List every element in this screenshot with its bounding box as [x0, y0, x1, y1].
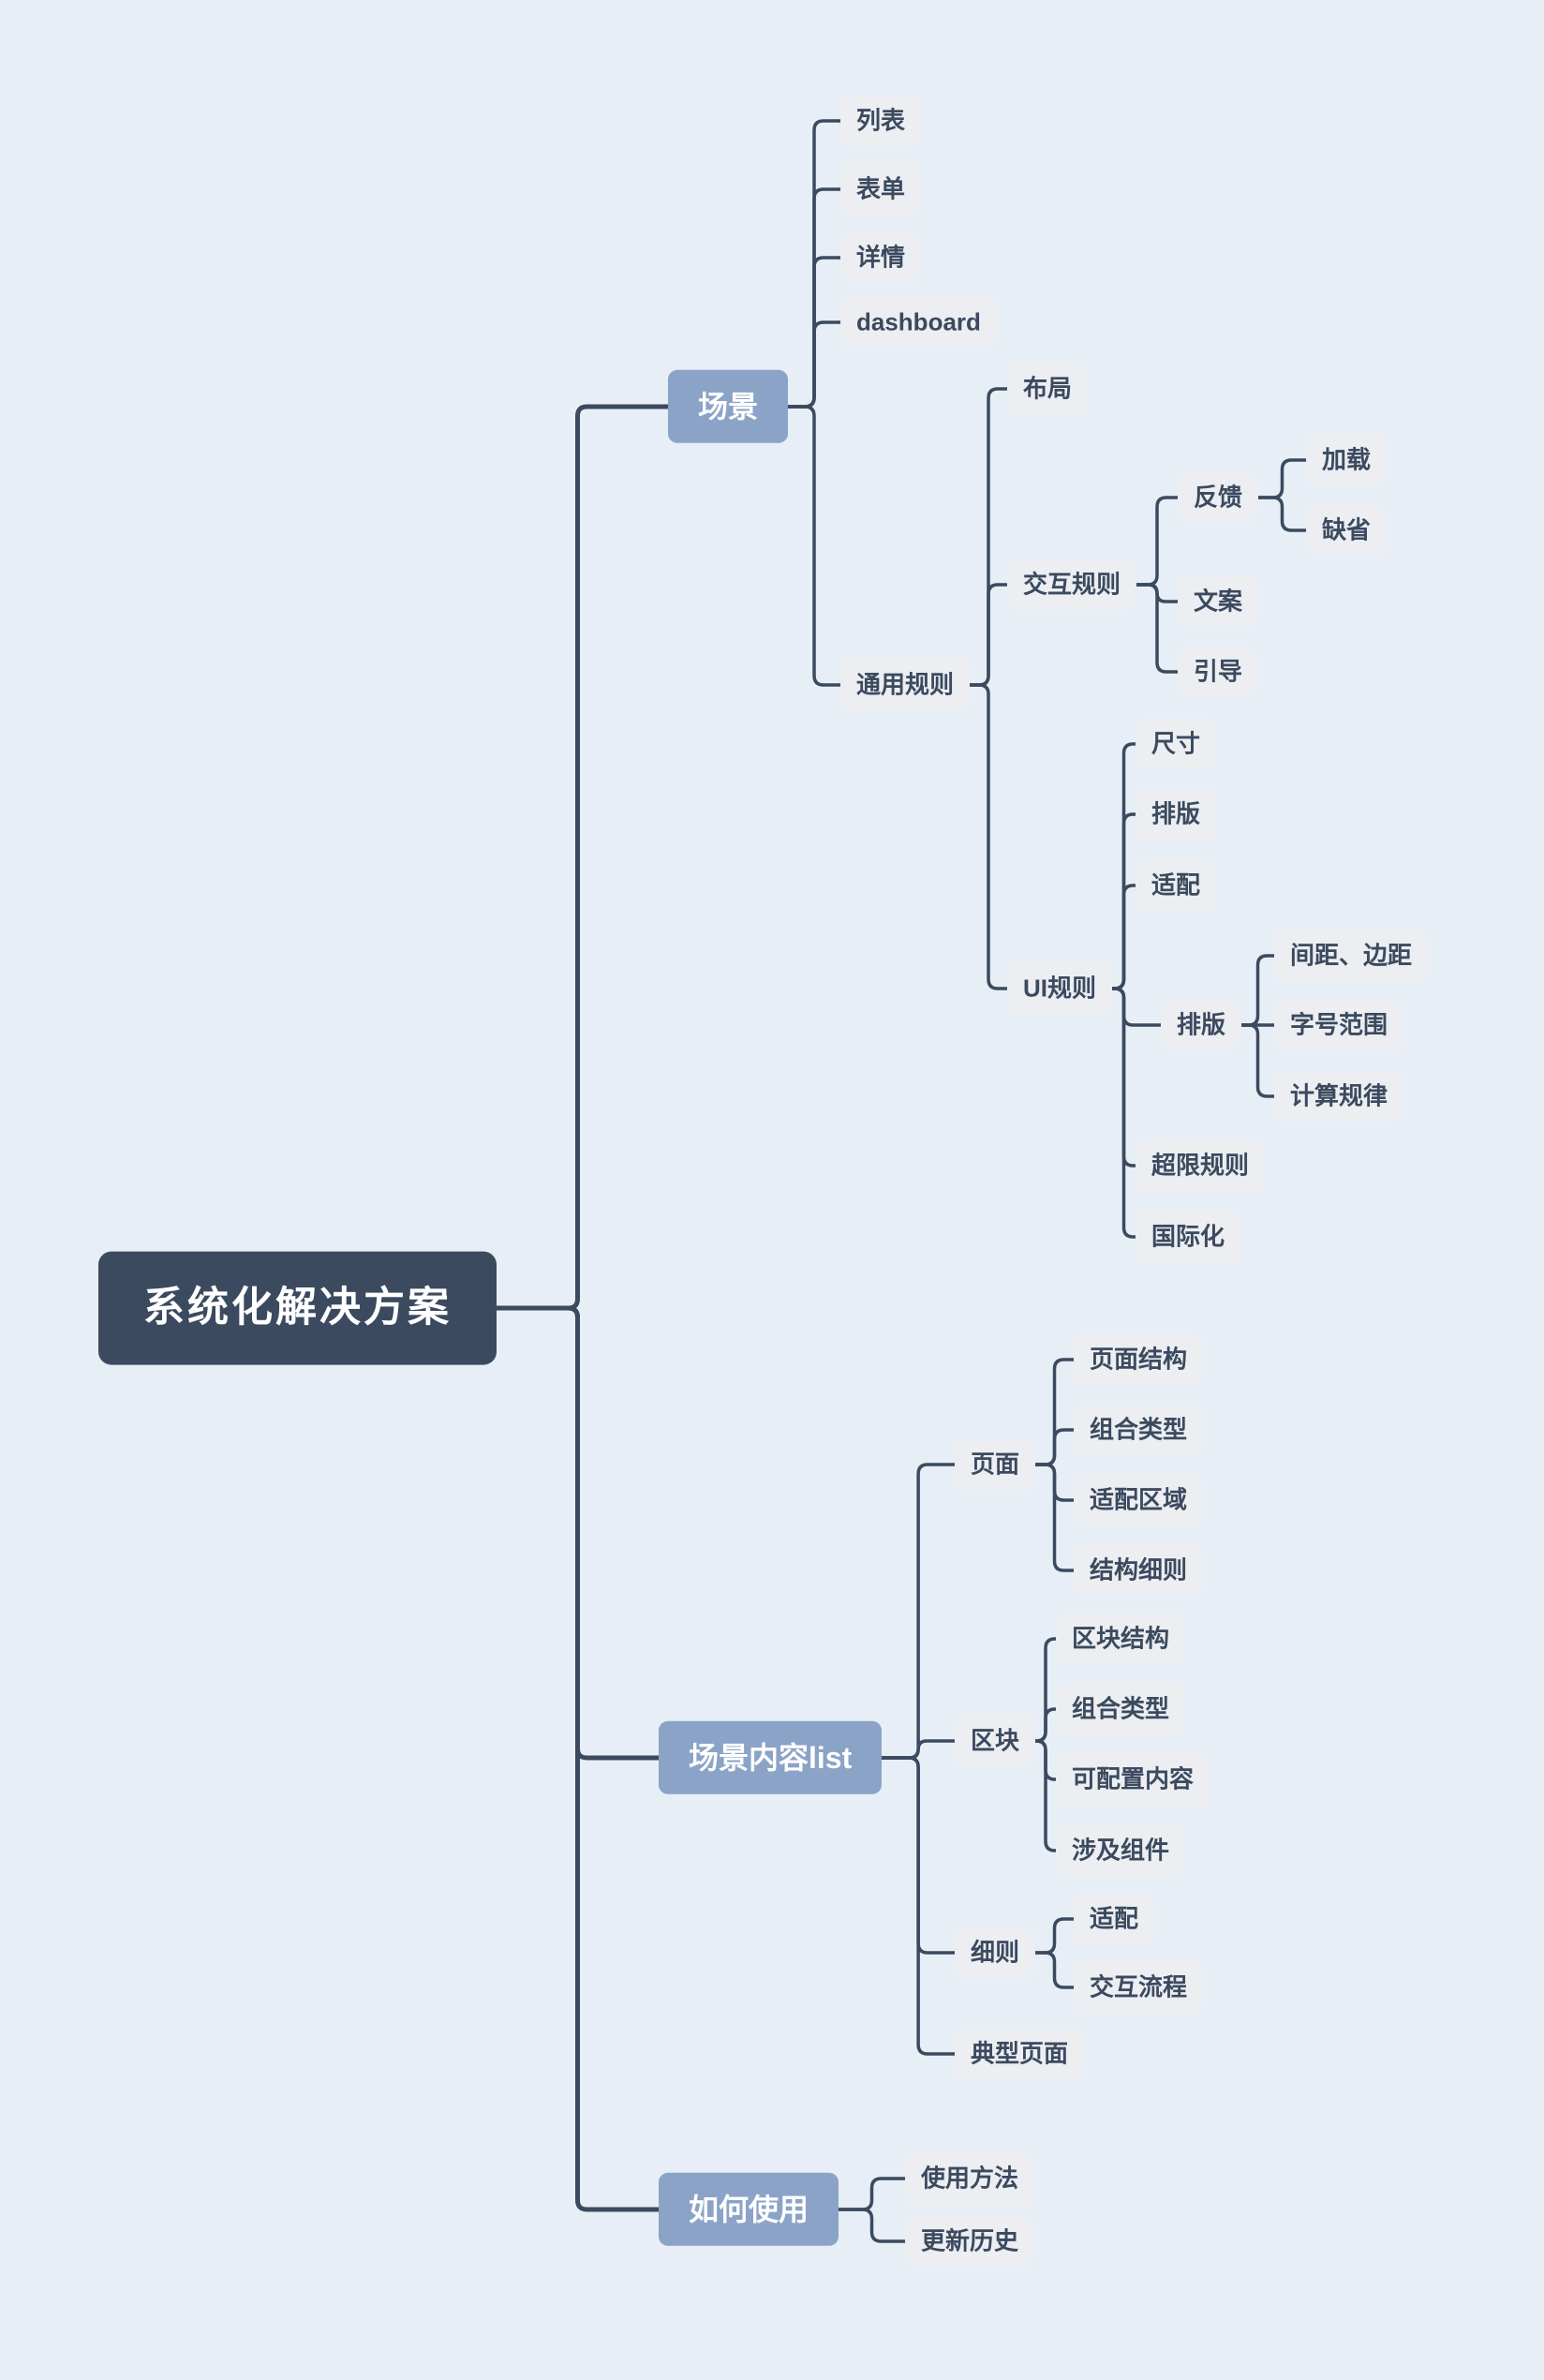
node-adaptation-2[interactable]: 适配 [1074, 1893, 1155, 1945]
node-detail[interactable]: 详情 [840, 231, 922, 284]
node-interaction-flow[interactable]: 交互流程 [1074, 1961, 1204, 2014]
node-typical-page[interactable]: 典型页面 [955, 2028, 1085, 2080]
node-loading[interactable]: 加载 [1306, 434, 1388, 486]
node-list[interactable]: 列表 [840, 95, 922, 147]
node-adaptation-1[interactable]: 适配 [1136, 859, 1217, 912]
node-ui-rules[interactable]: UI规则 [1007, 962, 1113, 1015]
node-interaction-rules[interactable]: 交互规则 [1007, 558, 1137, 611]
node-calculation-rules[interactable]: 计算规律 [1274, 1070, 1404, 1123]
node-adapt-area[interactable]: 适配区域 [1074, 1474, 1204, 1526]
node-font-size-range[interactable]: 字号范围 [1274, 999, 1404, 1051]
node-form[interactable]: 表单 [840, 163, 922, 216]
node-layout[interactable]: 布局 [1007, 363, 1089, 415]
node-typography-2[interactable]: 排版 [1161, 999, 1242, 1051]
node-root[interactable]: 系统化解决方案 [98, 1251, 497, 1365]
node-configurable-content[interactable]: 可配置内容 [1056, 1753, 1210, 1806]
node-structure-rules[interactable]: 结构细则 [1074, 1544, 1204, 1597]
node-i18n[interactable]: 国际化 [1136, 1211, 1241, 1263]
node-general-rules[interactable]: 通用规则 [840, 659, 971, 711]
node-copywriting[interactable]: 文案 [1178, 575, 1259, 628]
node-default-state[interactable]: 缺省 [1306, 504, 1388, 557]
node-how-to-use[interactable]: 如何使用 [659, 2172, 839, 2247]
node-guidance[interactable]: 引导 [1178, 646, 1259, 698]
node-page[interactable]: 页面 [955, 1438, 1036, 1491]
node-combo-type-1[interactable]: 组合类型 [1074, 1404, 1204, 1456]
node-update-history[interactable]: 更新历史 [905, 2215, 1035, 2268]
node-feedback[interactable]: 反馈 [1178, 471, 1259, 524]
node-usage[interactable]: 使用方法 [905, 2152, 1035, 2205]
node-spacing-margin[interactable]: 间距、边距 [1274, 930, 1429, 982]
node-scene-content-list[interactable]: 场景内容list [659, 1720, 883, 1795]
node-dashboard[interactable]: dashboard [840, 296, 997, 349]
node-scene[interactable]: 场景 [668, 369, 789, 444]
node-rules[interactable]: 细则 [955, 1926, 1036, 1979]
node-block[interactable]: 区块 [955, 1715, 1036, 1767]
node-combo-type-2[interactable]: 组合类型 [1056, 1683, 1186, 1735]
node-page-structure[interactable]: 页面结构 [1074, 1333, 1204, 1386]
node-typography-1[interactable]: 排版 [1136, 788, 1217, 840]
node-components[interactable]: 涉及组件 [1056, 1824, 1186, 1877]
node-overflow-rules[interactable]: 超限规则 [1136, 1139, 1266, 1192]
node-size[interactable]: 尺寸 [1136, 718, 1217, 770]
node-block-structure[interactable]: 区块结构 [1056, 1613, 1186, 1665]
